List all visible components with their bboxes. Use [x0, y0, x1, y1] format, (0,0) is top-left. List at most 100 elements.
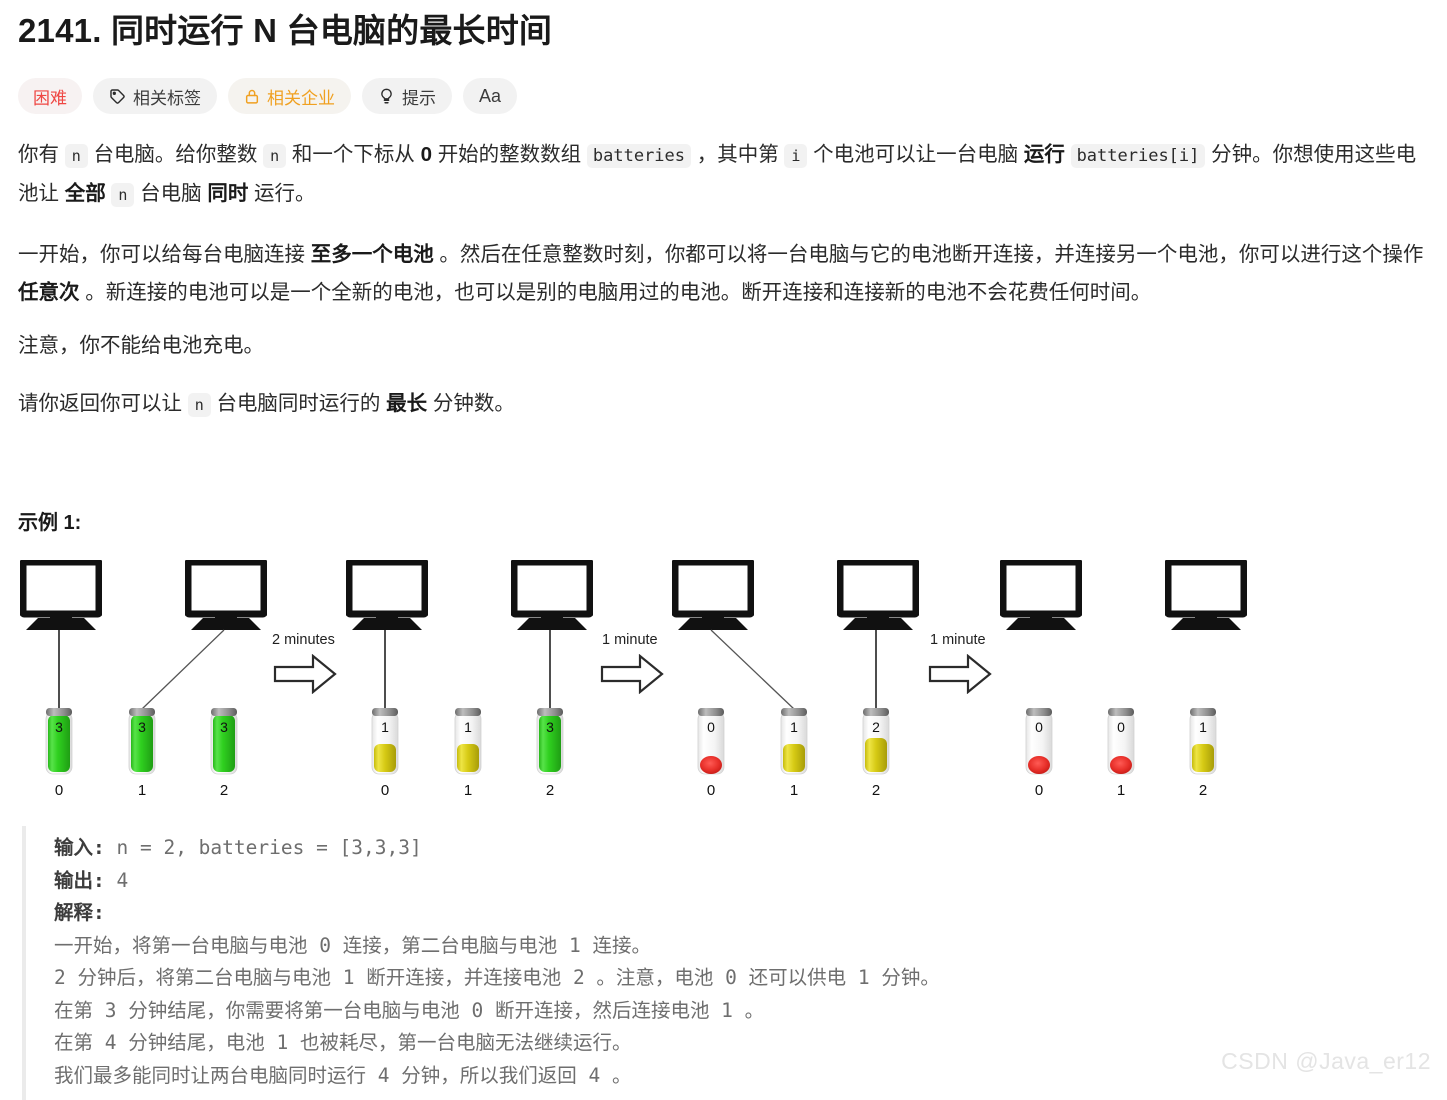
battery-charge: 0	[707, 719, 715, 735]
battery-charge: 2	[872, 719, 880, 735]
p1-var-n3: n	[111, 183, 135, 207]
related-companies-label: 相关企业	[267, 88, 335, 108]
p1-var-n2: n	[263, 144, 287, 168]
p2-bold-atmost: 至多一个电池	[310, 243, 434, 266]
p1-seg2: 台电脑。给你整数	[93, 143, 258, 166]
p4-seg2: 台电脑同时运行的	[216, 392, 381, 415]
battery-index: 1	[1117, 782, 1125, 799]
stage-2: 1 0 1 1 3 2	[349, 562, 590, 799]
transition-label-2: 1 minute	[602, 632, 658, 648]
example-explain-label-line: 解释:	[54, 897, 1202, 930]
transition-label-1: 2 minutes	[272, 632, 335, 648]
difficulty-badge[interactable]: 困难	[18, 78, 82, 114]
stage-1: 3 0 3 1 3 2	[23, 562, 264, 799]
hint-label: 提示	[402, 88, 436, 108]
battery-index: 1	[464, 782, 472, 799]
p4-bold-longest: 最长	[386, 392, 428, 415]
computer-icon	[1003, 562, 1079, 630]
battery-index: 2	[220, 782, 228, 799]
battery-index: 2	[1199, 782, 1207, 799]
p1-var-n: n	[64, 144, 88, 168]
p2-seg2: 。然后在任意整数时刻，你都可以将一台电脑与它的电池断开连接，并连接另一个电池，你…	[439, 243, 1424, 266]
paragraph-3: 注意，你不能给电池充电。	[18, 334, 264, 357]
p1-code-batteries: batteries	[586, 144, 692, 168]
paragraph-2: 一开始，你可以给每台电脑连接 至多一个电池 。然后在任意整数时刻，你都可以将一台…	[18, 236, 1430, 312]
battery-charge: 1	[1199, 719, 1207, 735]
transition-1: 2 minutes	[272, 632, 337, 694]
related-companies-button[interactable]: 相关企业	[228, 78, 351, 114]
battery-charge: 3	[138, 719, 146, 735]
battery-0: 3	[45, 708, 73, 775]
explain-line-5: 我们最多能同时让两台电脑同时运行 4 分钟，所以我们返回 4 。	[54, 1063, 632, 1087]
transition-label-3: 1 minute	[930, 632, 986, 648]
tag-row: 困难 相关标签 相关企业	[18, 78, 518, 114]
battery-0: 1	[371, 708, 399, 775]
p4-seg3: 分钟数。	[432, 392, 515, 415]
arrow-right-icon	[273, 654, 337, 694]
p1-seg1: 你有	[18, 143, 59, 166]
battery-0: 0	[697, 708, 725, 775]
p1-bold-simultaneous: 同时	[207, 182, 249, 205]
battery-index: 2	[546, 782, 554, 799]
transition-3: 1 minute	[928, 632, 992, 694]
p1-var-i: i	[784, 144, 808, 168]
explain-line-1: 一开始，将第一台电脑与电池 0 连接，第二台电脑与电池 1 连接。	[54, 933, 651, 957]
output-label: 输出:	[54, 868, 105, 892]
battery-charge: 3	[546, 719, 554, 735]
page-title: 2141. 同时运行 N 台电脑的最长时间	[18, 12, 553, 49]
p4-seg1: 请你返回你可以让	[18, 392, 182, 415]
computer-icon	[1168, 562, 1244, 630]
p2-seg3: 。新连接的电池可以是一个全新的电池，也可以是别的电脑用过的电池。断开连接和连接新…	[85, 281, 1152, 304]
p1-seg3: 和一个下标从	[291, 143, 415, 166]
battery-index: 0	[707, 782, 715, 799]
p1-seg9: 运行。	[254, 182, 316, 205]
tag-icon	[109, 88, 126, 105]
computer-icon	[349, 562, 425, 630]
diagram-svg: 3 0 3 1 3 2	[12, 552, 1292, 799]
difficulty-label: 困难	[33, 88, 67, 108]
battery-2: 3	[210, 708, 238, 775]
p1-bold-all: 全部	[64, 182, 106, 205]
example-1-block: 输入: n = 2, batteries = [3,3,3] 输出: 4 解释:…	[22, 826, 1202, 1100]
computer-icon	[188, 562, 264, 630]
p1-seg7: 分钟。你想使用这些电池让	[18, 143, 1417, 205]
battery-1: 3	[128, 708, 156, 775]
arrow-right-icon	[600, 654, 664, 694]
computer-icon	[23, 562, 99, 630]
connection-wire	[141, 629, 225, 710]
related-tags-label: 相关标签	[133, 88, 201, 108]
related-tags-button[interactable]: 相关标签	[93, 78, 217, 114]
connection-wire	[710, 629, 795, 710]
battery-index: 1	[138, 782, 146, 799]
example-output-line: 输出: 4	[54, 865, 1202, 898]
p2-bold-anytimes: 任意次	[18, 281, 80, 304]
battery-charge: 3	[220, 719, 228, 735]
battery-2: 2	[862, 708, 890, 775]
hint-button[interactable]: 提示	[362, 78, 452, 114]
battery-index: 1	[790, 782, 798, 799]
transition-2: 1 minute	[600, 632, 664, 694]
battery-charge: 3	[55, 719, 63, 735]
paragraph-4: 请你返回你可以让 n 台电脑同时运行的 最长 分钟数。	[18, 385, 1430, 424]
p1-seg4: 开始的整数数组	[437, 143, 582, 166]
p1-seg5: ，其中第	[696, 143, 779, 166]
battery-index: 0	[381, 782, 389, 799]
stage-3: 0 0 1 1 2 2	[675, 562, 916, 799]
input-label: 输入:	[54, 836, 105, 859]
p2-seg1: 一开始，你可以给每台电脑连接	[18, 243, 305, 266]
explain-label: 解释:	[54, 901, 105, 924]
explain-line-2: 2 分钟后，将第二台电脑与电池 1 断开连接，并连接电池 2 。注意，电池 0 …	[54, 966, 940, 989]
example-1-heading: 示例 1:	[18, 512, 82, 534]
explain-line-3: 在第 3 分钟结尾，你需要将第一台电脑与电池 0 断开连接，然后连接电池 1 。	[54, 998, 765, 1022]
font-size-icon: Aa	[479, 85, 502, 106]
p1-seg6: 个电池可以让一台电脑	[813, 143, 1019, 166]
font-size-button[interactable]: Aa	[463, 78, 518, 114]
computer-icon	[840, 562, 916, 630]
explain-line-4: 在第 4 分钟结尾，电池 1 也被耗尽，第一台电脑无法继续运行。	[54, 1031, 632, 1054]
computer-icon	[514, 562, 590, 630]
example-diagram: 3 0 3 1 3 2	[12, 552, 1292, 804]
battery-index: 2	[872, 782, 880, 799]
battery-charge: 1	[381, 719, 389, 735]
battery-charge: 1	[464, 719, 472, 735]
